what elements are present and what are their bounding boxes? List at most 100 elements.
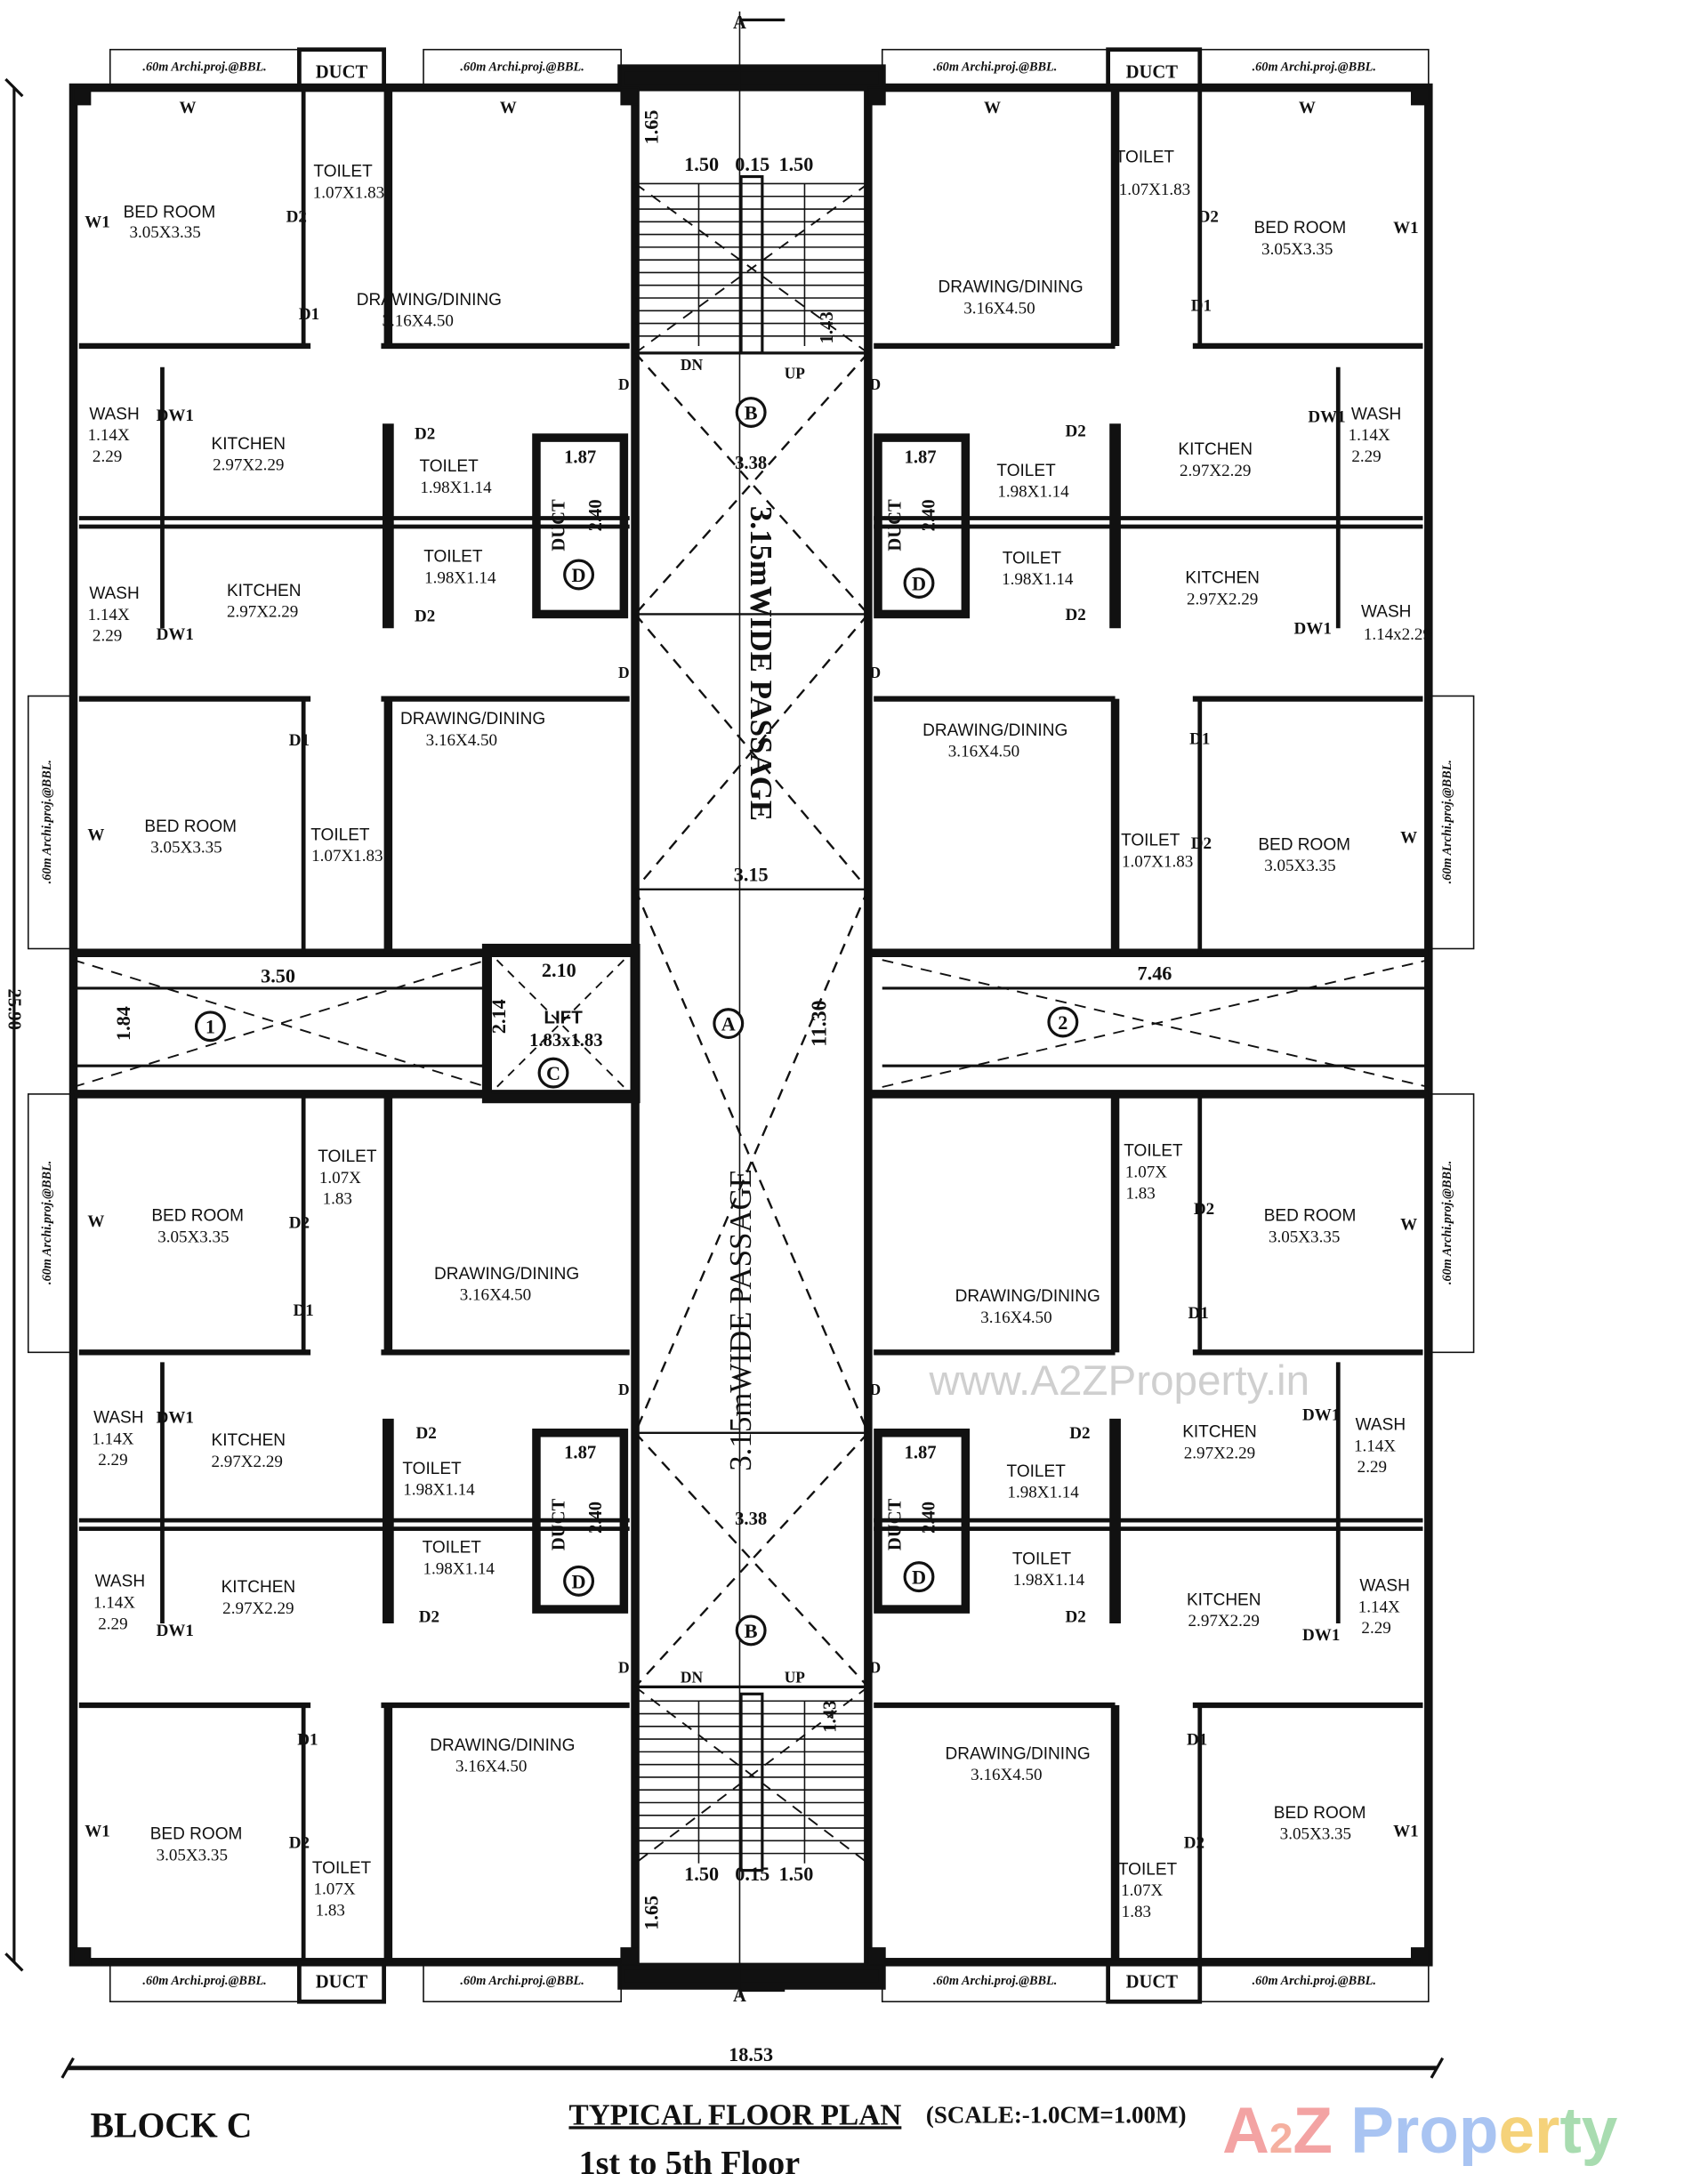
dimension-label: 1.87 [905,448,937,468]
room-label: D1 [294,1301,314,1320]
dimension-label: 3.50 [261,965,295,987]
room-label: D2 [289,1214,310,1233]
wall [60,2057,75,2079]
dimension-label: 1.14X [88,606,130,624]
dimension-label: 2.97X2.29 [222,1599,294,1618]
architectural-projection-label: .60m Archi.proj.@BBL. [460,1974,584,1988]
room-label: BED ROOM [151,1207,244,1226]
dimension-label: 1.07X [314,1880,356,1899]
architectural-projection-label: .60m Archi.proj.@BBL. [1440,1161,1454,1284]
wall-box [1428,1093,1475,1354]
dimension-label: 1.50 [684,153,719,175]
room-label: W [1299,99,1316,117]
architectural-projection-label: .60m Archi.proj.@BBL. [1440,760,1454,883]
room-label: KITCHEN [1182,1423,1257,1442]
dimension-label: 2.29 [98,1451,127,1469]
room-label: BED ROOM [124,204,216,222]
section-marker: A [733,1986,746,2006]
grid-marker-circle [735,1614,767,1647]
dimension-label: 2.97X2.29 [212,1453,283,1471]
wall [4,77,24,98]
room-label: TOILET [1012,1550,1072,1568]
room-label: D [618,1659,630,1677]
grid-marker-circle [194,1011,226,1043]
room-label: DW1 [1294,620,1332,639]
room-label: TOILET [1118,1860,1178,1879]
plan-title: TYPICAL FLOOR PLAN [568,2098,901,2131]
room-label: D1 [1191,296,1212,315]
grid-marker-circle [735,397,767,428]
room-label: D2 [1191,834,1212,853]
dimension-label: 2.40 [586,499,606,531]
dimension-label: 1.83 [1125,1184,1155,1203]
room-label: D2 [415,425,435,444]
dimension-label: 1.83 [316,1901,345,1920]
dimension-label: 1.50 [779,153,814,175]
room-label: W [87,1212,104,1231]
dimension-label: 1.14X [1354,1437,1396,1455]
room-label: D2 [1198,207,1219,226]
room-label: D1 [289,731,310,750]
duct-label: DUCT [1126,1972,1179,1992]
dashed-line [634,182,869,354]
grid-marker-label: D [572,1570,586,1592]
dimension-label: 1.98X1.14 [403,1481,475,1500]
dimension-label: 3.16X4.50 [455,1758,527,1776]
room-label: DW1 [157,1622,194,1640]
wall-box [739,1692,764,1872]
dimension-label: 2.97X2.29 [227,603,298,622]
dimension-label: 2.29 [1358,1458,1387,1477]
dimension-label: 2.97X2.29 [1180,462,1251,480]
room-label: W [87,825,104,844]
room-label: D2 [1194,1200,1214,1219]
dimension-label: 3.05X3.35 [1264,857,1335,875]
dimension-label: 3.15 [734,863,769,885]
room-label: D2 [1065,606,1085,624]
room-label: DRAWING/DINING [939,278,1084,297]
wall-box [1106,47,1203,90]
dashed-line [634,613,869,890]
duct-label: DUCT [550,1498,569,1550]
room-label: WASH [1359,1576,1409,1595]
wall-box [617,1962,886,1990]
dimension-label: 2.29 [98,1614,127,1633]
dimension-label: 3.16X4.50 [963,299,1035,318]
dimension-label: 3.38 [735,454,767,473]
passage-label-top: 3.15mWIDE PASSAGE [744,506,778,821]
room-label: TOILET [1121,832,1180,850]
wall-box [867,86,886,106]
room-label: D2 [289,1833,310,1852]
dimension-label: 1.07X [319,1169,361,1188]
room-label: DRAWING/DINING [922,721,1068,740]
room-label: KITCHEN [212,435,286,454]
room-label: BED ROOM [144,817,237,836]
dimension-label: 1.87 [905,1443,937,1462]
room-label: D1 [1187,1730,1207,1749]
dimension-label: 1.98X1.14 [1002,570,1074,589]
duct-label: DUCT [550,499,569,552]
dimension-label: 1.07X1.83 [1122,852,1193,871]
dimension-label: 2.97X2.29 [1188,1612,1260,1630]
walls [4,11,1475,2079]
architectural-projection-label: .60m Archi.proj.@BBL. [933,60,1057,75]
room-label: TOILET [1007,1462,1067,1481]
room-label: KITCHEN [212,1431,286,1450]
room-label: DW1 [1302,1626,1340,1645]
room-label: BED ROOM [1264,1207,1357,1226]
dimension-label: 1.65 [640,110,662,145]
dimension-label: 3.05X3.35 [150,839,222,858]
dimension-label: 1.43 [818,311,837,343]
dimension-label: 0.15 [735,153,769,175]
room-label: TOILET [310,825,370,844]
room-label: D2 [1065,422,1085,440]
dimension-label: 3.05X3.35 [1280,1825,1351,1844]
room-label: D2 [1184,1833,1204,1852]
architectural-projection-label: .60m Archi.proj.@BBL. [460,60,584,75]
dimension-label: 2.40 [919,1502,939,1534]
room-label: BED ROOM [1258,835,1350,854]
wall-box [27,1093,75,1354]
architectural-projection-label: .60m Archi.proj.@BBL. [1253,60,1376,75]
dimension-label: 2.40 [919,499,939,531]
